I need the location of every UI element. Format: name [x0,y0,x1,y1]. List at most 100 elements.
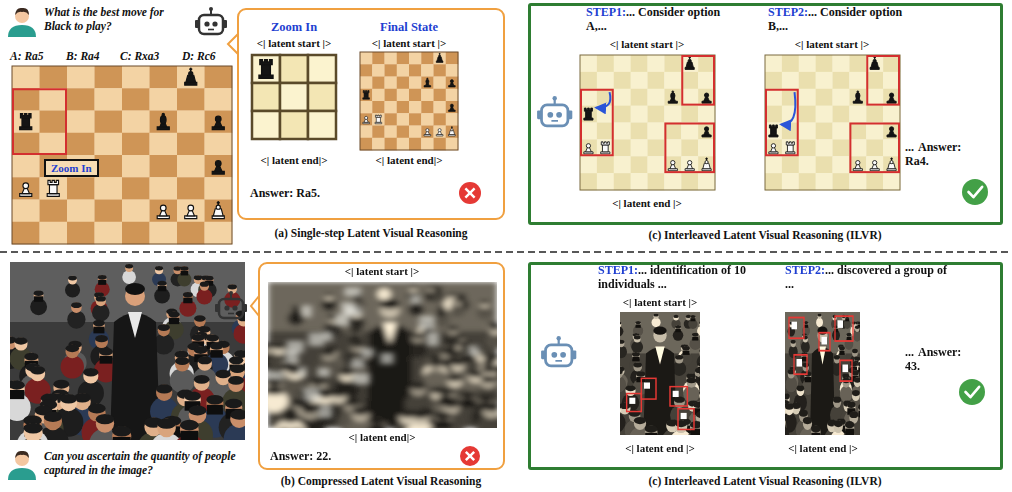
chess-piece [439,53,441,54]
text-group: STEP2:... Consider option B,... [768,6,908,34]
user-icon [8,25,36,37]
board-square [664,173,681,190]
highlight-box [682,56,714,105]
chess-piece [889,93,893,97]
board-square [849,72,866,89]
robot-icon [541,350,545,359]
crowd-person [634,417,646,430]
move-arrow [782,92,796,124]
crowd-person [803,417,812,424]
crowd-person [210,342,223,349]
board-square [664,123,681,140]
board-square [866,55,883,72]
crowd-person [698,377,715,402]
latent-patch [351,359,365,368]
crowd-person [281,408,299,423]
crowd-person [697,321,707,336]
board-square [648,55,665,72]
latent-patch [344,287,361,296]
crowd-person [772,411,781,418]
board-square [205,88,233,111]
camera [811,433,820,441]
crowd-person [158,281,167,286]
crowd-person [723,380,739,397]
latent-patch [317,368,329,377]
crowd-person [262,343,275,349]
chess-board [580,55,715,190]
crowd-person [774,425,790,447]
board-square [799,173,816,190]
camera [767,380,774,386]
crowd-person [572,363,581,368]
crowd-person [706,362,715,371]
crowd-person [673,325,683,341]
board-square [150,111,178,134]
crowd-person [112,426,131,445]
crowd-person [291,305,301,309]
crowd-person [816,318,823,327]
board-square [122,200,150,223]
crowd-person [785,376,797,392]
crowd-person [601,400,620,429]
crowd-person [447,326,458,335]
board-square [597,156,614,173]
crowd-person [728,349,736,357]
crowd-person [704,369,719,384]
crowd-person [703,413,723,433]
chess-piece [890,158,892,159]
board-square [782,72,799,89]
zoom-cell [308,83,336,111]
crowd-person [601,409,620,429]
crowd-person [580,364,589,373]
robot-icon [215,291,247,318]
crowd-person [867,327,875,343]
chess-piece [450,104,453,107]
text-group: STEP1:... Consider option A,... [586,6,726,34]
crowd-person [719,414,740,445]
board-square [95,222,123,245]
crowd-person [170,357,195,393]
latent-patch [341,302,355,314]
board-square [597,173,614,190]
crowd-person [615,340,627,358]
board-square [765,123,782,140]
board-square [681,72,698,89]
crowd-person [438,388,454,396]
crowd-person [447,326,458,331]
chess-piece [873,161,877,165]
chess-piece [375,115,381,117]
board-square [434,113,447,126]
board-square [614,55,631,72]
crowd-person [719,385,736,402]
crowd-person [803,363,809,372]
zoom-cell [252,111,280,139]
crowd-person [700,360,708,369]
crowd-person [720,391,737,409]
crowd-person [873,346,879,354]
crowd-person [688,315,697,329]
board-square [177,200,205,223]
crowd-person [772,411,781,423]
crowd-person [719,332,730,343]
crowd-person [98,275,107,280]
crowd-person [68,276,77,285]
crowd-person [692,333,699,340]
chess-piece [216,205,220,209]
board-square [782,55,799,72]
crowd-person [200,282,209,291]
board-square [816,55,833,72]
crowd-person [703,369,718,384]
crowd-person [445,341,457,347]
crowd-person [581,423,603,456]
camera [692,337,698,341]
crowd-person [872,373,879,383]
chess-piece [426,79,429,84]
crowd-person [866,391,880,418]
crowd-person [183,292,193,298]
chess-piece [436,53,443,63]
crowd-person [60,394,77,404]
crowd-person [152,272,166,286]
camera [587,380,596,386]
crowd-person [701,326,712,342]
board-square [883,89,900,106]
